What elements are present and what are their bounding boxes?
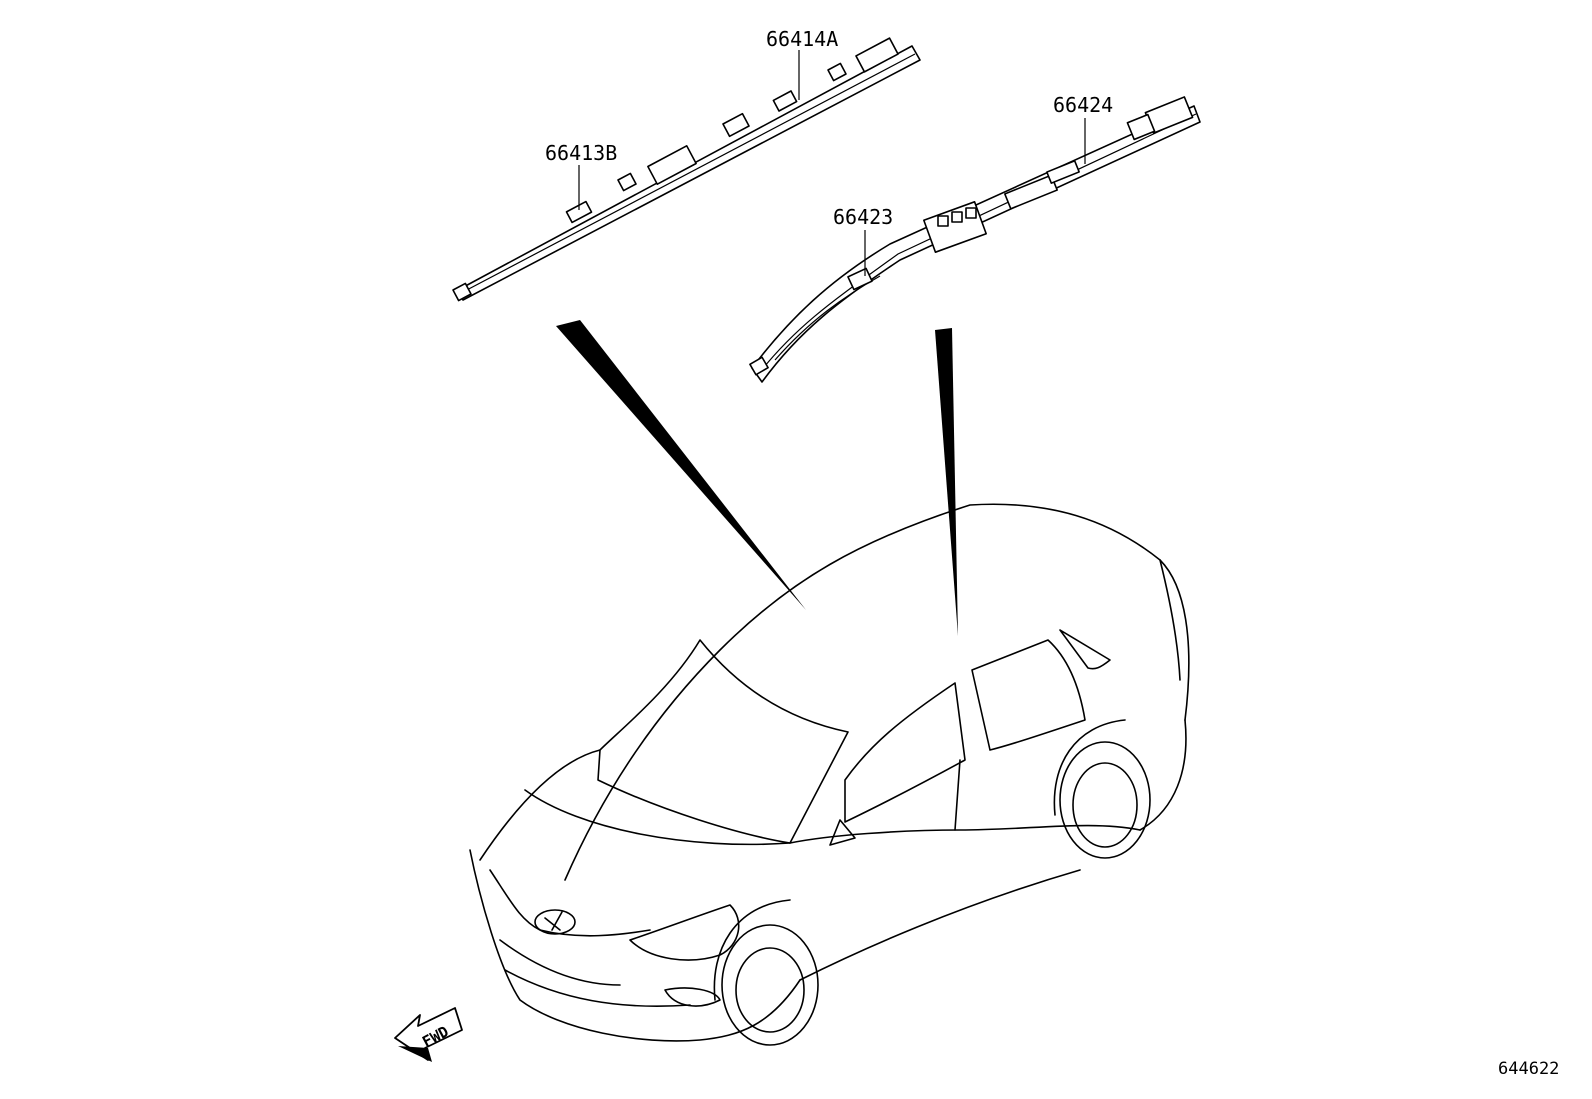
- part-label-66414A[interactable]: 66414A: [766, 27, 838, 51]
- curtain-airbag-left[interactable]: [452, 37, 921, 302]
- pointer-wedge-icon: [935, 328, 958, 636]
- vehicle-outline-icon: [469, 503, 1190, 1046]
- part-label-66413B[interactable]: 66413B: [545, 141, 617, 165]
- fwd-arrow-icon: FWD: [394, 1007, 463, 1062]
- pointer-wedge-icon: [556, 320, 806, 610]
- diagram-reference-number: 644622: [1498, 1059, 1559, 1079]
- part-label-66424[interactable]: 66424: [1053, 93, 1113, 117]
- curtain-airbag-right[interactable]: [749, 96, 1201, 383]
- part-label-66423[interactable]: 66423: [833, 205, 893, 229]
